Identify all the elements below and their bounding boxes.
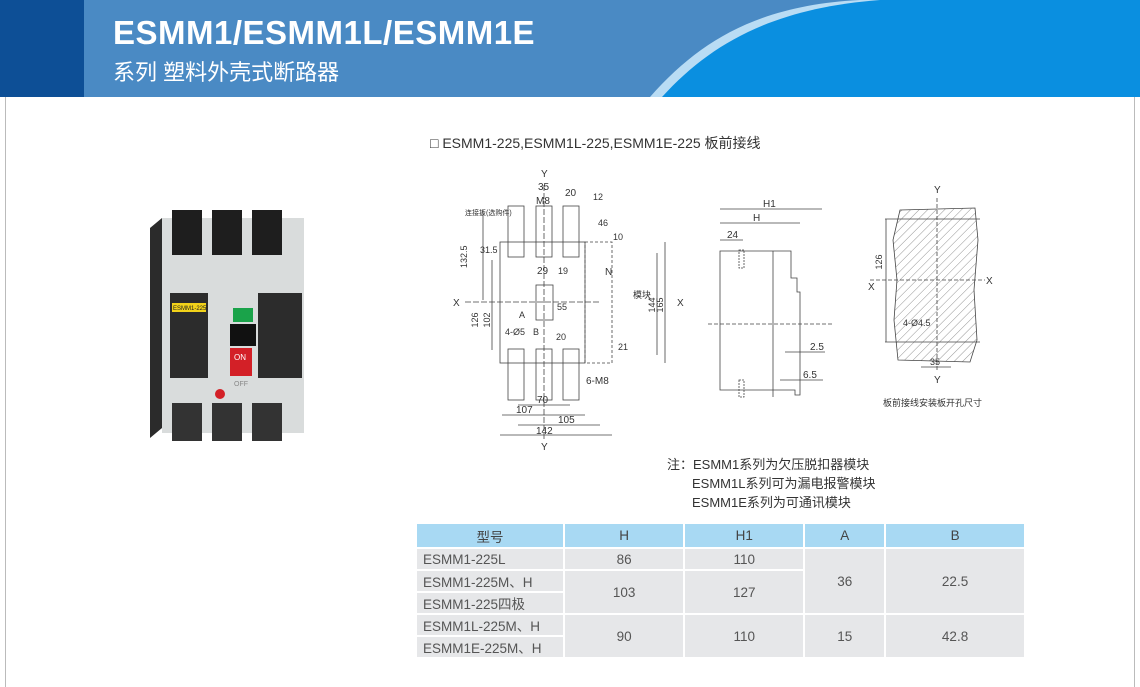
notes: 注：ESMM1系列为欠压脱扣器模块 ESMM1L系列可为漏电报警模块 ESMM1…	[667, 455, 875, 512]
dimension-label: Y	[541, 169, 548, 180]
cutout-view-drawing	[870, 198, 985, 372]
header-swoosh	[650, 0, 1140, 97]
dimension-label: 105	[558, 415, 575, 426]
h-cell: 103	[565, 571, 684, 613]
product-photo: ESMM1-225 ON OFF	[150, 208, 310, 443]
dimension-label: 10	[613, 232, 623, 242]
dimension-label: X	[453, 298, 460, 309]
table-row: ESMM1-225L 86 110 36 22.5	[417, 549, 1024, 613]
model-tag: ESMM1-225	[173, 306, 207, 312]
dimension-label: 165	[655, 297, 665, 312]
dimension-label: 29	[537, 266, 549, 277]
dimension-label: 35	[538, 182, 550, 193]
dimension-label: 142	[536, 426, 553, 437]
dimension-label: A	[519, 310, 525, 320]
dimension-label: 24	[727, 230, 739, 241]
dimension-label: 31.5	[480, 245, 498, 255]
front-view-labels: Y 35 M8 20 12 46 10 连接扳(选购件) 132.5 31.5 …	[453, 169, 684, 453]
dimension-label: 6.5	[803, 370, 817, 381]
model-cell: ESMM1-225L	[417, 549, 563, 569]
dimension-label: 模块	[633, 289, 651, 300]
table-row: ESMM1E-225M、H	[417, 637, 1024, 657]
b-cell: 22.5	[886, 549, 1024, 613]
dimension-label: 46	[598, 218, 608, 228]
front-view-drawing	[465, 185, 666, 440]
note-line: ESMM1E系列为可通讯模块	[692, 495, 851, 510]
note-line: ESMM1系列为欠压脱扣器模块	[693, 457, 870, 472]
dimension-label: 6-M8	[586, 376, 609, 387]
h-cell: 86	[565, 549, 684, 569]
dimension-label: H	[753, 213, 760, 224]
cutout-caption: 板前接线安装板开孔尺寸	[883, 397, 982, 408]
dimension-label: 20	[565, 188, 577, 199]
model-cell: ESMM1-225M、H	[417, 571, 563, 591]
on-label: ON	[234, 353, 246, 362]
dimension-label: 19	[558, 266, 568, 276]
a-cell: 15	[805, 615, 885, 657]
dimension-label: X	[986, 276, 993, 287]
dimension-label: 55	[557, 302, 567, 312]
dimension-label: 102	[482, 312, 492, 327]
dimension-label: 107	[516, 405, 533, 416]
dimension-label: 35	[930, 357, 940, 367]
page-subtitle: 系列 塑料外壳式断路器	[113, 60, 340, 85]
dimension-label: N	[605, 267, 612, 278]
dimension-label: 12	[593, 192, 603, 202]
page-frame	[5, 97, 1135, 687]
dimension-label: 132.5	[459, 245, 469, 268]
note-line: ESMM1L系列可为漏电报警模块	[692, 476, 876, 491]
column-header: A	[805, 524, 885, 547]
h1-cell: 127	[685, 571, 804, 613]
cutout-view-labels: Y X X 126 4-Ø4.5 35 Y 板前接线安装板开孔尺寸	[868, 185, 993, 408]
section-title: □ ESMM1-225,ESMM1L-225,ESMM1E-225 板前接线	[430, 135, 761, 151]
off-label: OFF	[234, 381, 248, 388]
header-dark-band	[0, 0, 84, 97]
model-cell: ESMM1L-225M、H	[417, 615, 563, 635]
h1-cell: 110	[685, 549, 804, 569]
dimension-label: Y	[541, 442, 548, 453]
table-row: ESMM1L-225M、H 90 110 15 42.8	[417, 615, 1024, 657]
table-row: ESMM1-225四极	[417, 593, 1024, 613]
column-header: H1	[685, 524, 804, 547]
dimension-label: 126	[470, 312, 480, 327]
dimension-label: 144	[647, 297, 657, 312]
model-cell: ESMM1-225四极	[417, 593, 563, 613]
h1-cell: 110	[685, 615, 804, 657]
dimension-label: Y	[934, 185, 941, 196]
dimension-label: X	[677, 298, 684, 309]
table-row: ESMM1-225M、H 103 127	[417, 571, 1024, 613]
dimension-label: 2.5	[810, 342, 824, 353]
column-header: B	[886, 524, 1024, 547]
page-title: ESMM1/ESMM1L/ESMM1E	[113, 14, 536, 51]
dimension-label: 20	[556, 332, 566, 342]
page-header: ESMM1/ESMM1L/ESMM1E 系列 塑料外壳式断路器	[0, 0, 1140, 97]
a-cell: 36	[805, 549, 885, 613]
dimension-label: 21	[618, 342, 628, 352]
column-header: H	[565, 524, 684, 547]
notes-prefix: 注：	[667, 457, 694, 472]
dimension-label: H1	[763, 199, 776, 210]
dimension-label: 70	[537, 395, 549, 406]
side-view-drawing	[708, 208, 832, 398]
dimension-label: 连接扳(选购件)	[465, 208, 512, 217]
table-header-row: 型号 H H1 A B	[417, 524, 1024, 547]
dimension-label: Y	[934, 375, 941, 386]
dimension-label: B	[533, 327, 539, 337]
b-cell: 42.8	[886, 615, 1024, 657]
dimension-label: X	[868, 282, 875, 293]
dimension-label: 4-Ø4.5	[903, 318, 931, 328]
side-view-labels: H1 H 24 2.5 6.5	[727, 199, 824, 381]
column-header: 型号	[417, 524, 563, 547]
model-cell: ESMM1E-225M、H	[417, 637, 563, 657]
dimension-label: 126	[874, 254, 884, 269]
h-cell: 90	[565, 615, 684, 657]
dimension-label: 4-Ø5	[505, 327, 525, 337]
dimension-label: M8	[536, 196, 550, 207]
dimension-table: 型号 H H1 A B ESMM1-225L 86 110 36 22.5 ES…	[415, 522, 1026, 659]
